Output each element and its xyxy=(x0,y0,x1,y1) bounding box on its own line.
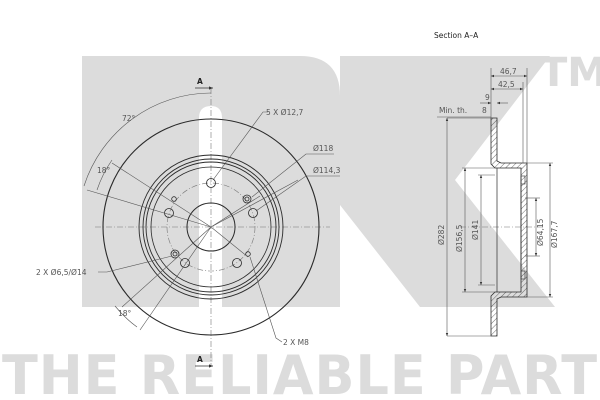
min-thickness-value: 8 xyxy=(482,106,487,115)
hat-ring-2 xyxy=(142,158,280,296)
dim-46-label: 46,7 xyxy=(500,67,517,76)
locating-holes-leader xyxy=(98,255,173,273)
dim-282-label: Ø282 xyxy=(437,225,446,245)
trademark-text: TM xyxy=(540,50,600,96)
pcd-114-label: Ø114,3 xyxy=(313,166,341,175)
section-title: Section A–A xyxy=(434,31,479,40)
front-view: A A 72° 18° 18° 5 X Ø12,7 Ø118 Ø114,3 2 … xyxy=(36,77,341,368)
slogan-text: THE RELIABLE PART xyxy=(2,344,598,400)
angle-72-arc xyxy=(83,92,212,187)
angle-18-top-label: 18° xyxy=(97,166,111,175)
angle-18-bottom-arc xyxy=(114,305,138,328)
section-view: Section A–A xyxy=(434,31,559,337)
hat-ring-4 xyxy=(150,166,272,288)
outer-disc-circle xyxy=(102,118,320,336)
section-marker-top: A xyxy=(197,77,203,86)
pcd-118-leader xyxy=(251,153,334,198)
disc-profile xyxy=(490,117,528,337)
angle-72-label: 72° xyxy=(122,114,136,123)
hat-ring-1 xyxy=(138,154,284,300)
logo-letter-n xyxy=(82,56,340,307)
bolt-holes-leader xyxy=(212,111,268,181)
hat-ring-3 xyxy=(145,161,277,293)
dim-156-label: Ø156,5 xyxy=(455,224,464,252)
pcd-118-label: Ø118 xyxy=(313,144,333,153)
dim-64-label: Ø64,15 xyxy=(536,218,545,246)
dim-9-label: 9 xyxy=(485,93,490,102)
section-extension-lines xyxy=(447,68,553,337)
locating-holes-label: 2 X Ø6,5/Ø14 xyxy=(36,268,87,277)
radial-lines xyxy=(86,162,299,331)
bolt-holes xyxy=(164,178,258,268)
min-thickness-label: Min. th. xyxy=(439,106,467,115)
section-marker-bottom: A xyxy=(197,355,203,364)
dim-42-label: 42,5 xyxy=(498,80,515,89)
threads-leader xyxy=(249,256,283,343)
dim-141-label: Ø141 xyxy=(471,220,480,240)
pcd-114-leader xyxy=(255,175,340,212)
dim-167-label: Ø167,7 xyxy=(550,220,559,248)
bolt-holes-label: 5 X Ø12,7 xyxy=(266,108,304,117)
angle-18-top-arc xyxy=(96,159,113,191)
bolt-circle-pcd xyxy=(166,182,256,272)
locating-holes xyxy=(170,194,252,259)
center-bore-circle xyxy=(186,202,236,252)
threaded-holes xyxy=(171,196,251,257)
threads-label: 2 X M8 xyxy=(283,338,309,347)
angle-18-bottom-label: 18° xyxy=(118,309,132,318)
